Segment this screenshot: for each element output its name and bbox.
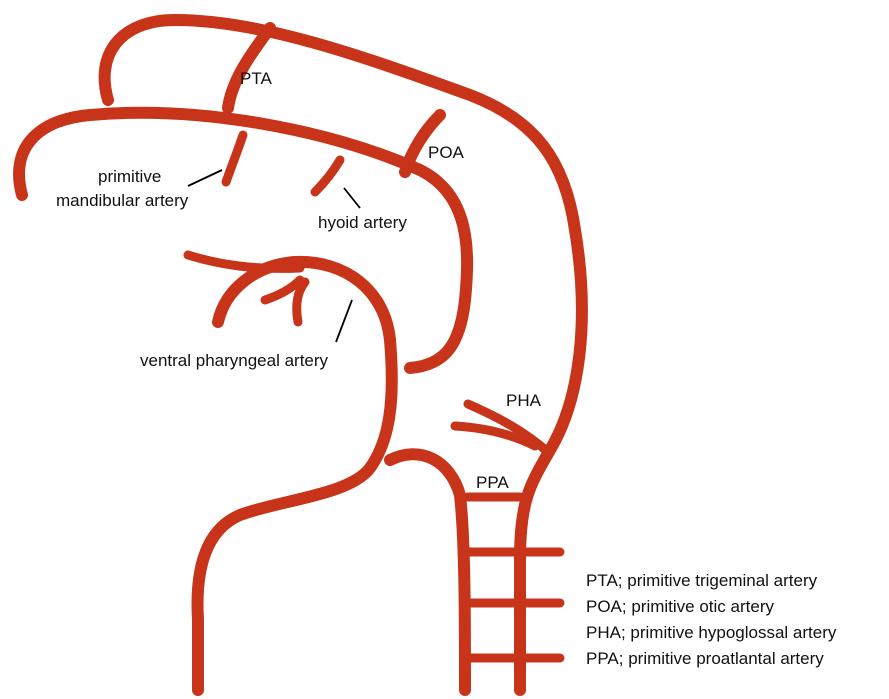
legend-item-ppa: PPA; primitive proatlantal artery bbox=[586, 649, 824, 668]
ventral-pharyngeal-vessel bbox=[197, 262, 391, 690]
legend-item-pta: PTA; primitive trigeminal artery bbox=[586, 571, 818, 590]
vpa-leader-line bbox=[336, 300, 352, 342]
hyoid-artery-stub bbox=[315, 160, 340, 192]
legend-item-pha: PHA; primitive hypoglossal artery bbox=[586, 623, 837, 642]
pta-label: PTA bbox=[240, 69, 272, 88]
mandibular-leader-line bbox=[188, 170, 222, 186]
ventral-pharyngeal-label: ventral pharyngeal artery bbox=[140, 351, 329, 370]
legend-item-poa: POA; primitive otic artery bbox=[586, 597, 774, 616]
poa-label: POA bbox=[428, 143, 465, 162]
pha-label: PHA bbox=[506, 391, 542, 410]
pta-vessel bbox=[228, 28, 270, 108]
mandibular-label-line1: primitive bbox=[98, 167, 161, 186]
mandibular-arch-vessel bbox=[19, 113, 467, 368]
ppa-label: PPA bbox=[476, 473, 509, 492]
mandibular-label-line2: mandibular artery bbox=[56, 191, 189, 210]
hyoid-leader-line bbox=[344, 188, 360, 208]
hyoid-label: hyoid artery bbox=[318, 213, 407, 232]
inner-trunk-vessel bbox=[390, 454, 465, 690]
vpa-branch-lower bbox=[297, 282, 305, 322]
mandibular-artery-stub bbox=[226, 135, 243, 182]
legend: PTA; primitive trigeminal artery POA; pr… bbox=[586, 571, 837, 668]
